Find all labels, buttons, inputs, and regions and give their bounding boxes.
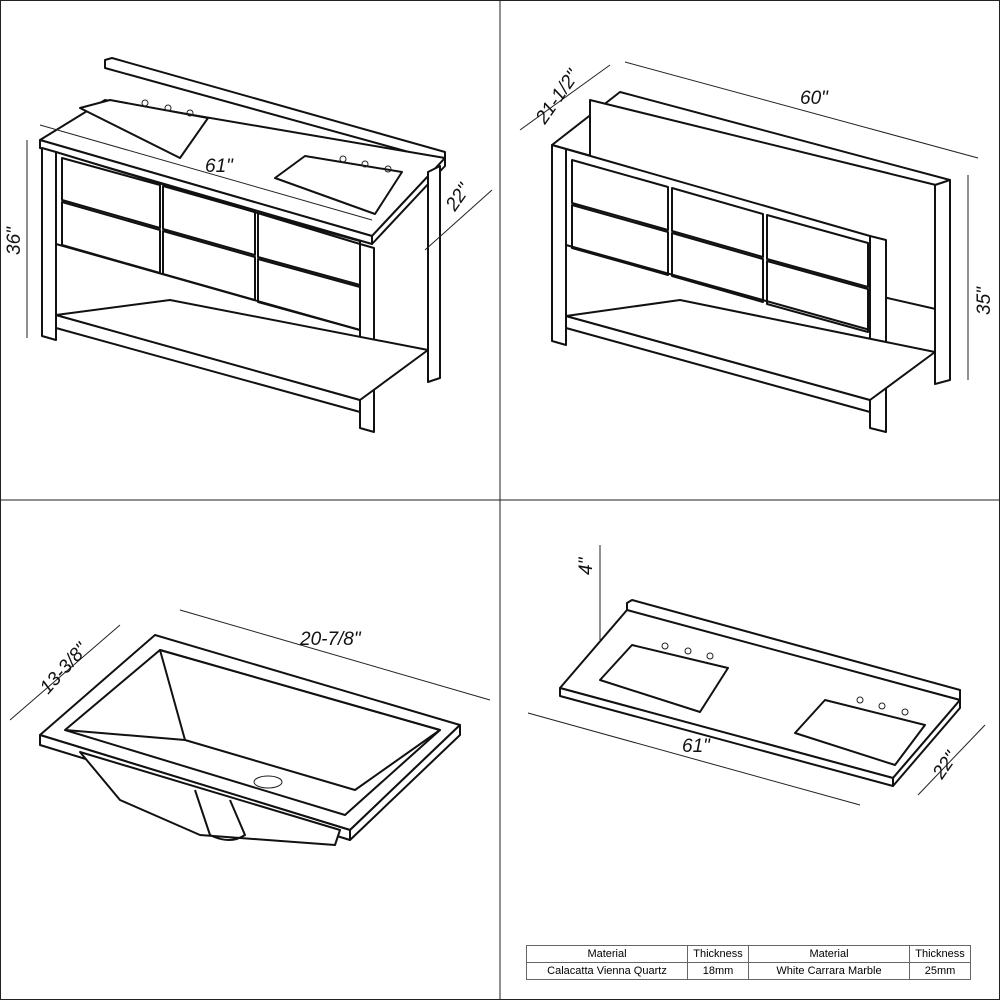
table-row: Calacatta Vienna Quartz 18mm White Carra… [526, 962, 971, 980]
table-header-row: Material Thickness Material Thickness [526, 945, 971, 963]
thickness-2: 25mm [909, 962, 971, 980]
countertop-drawing: 4" 61" 22" [527, 545, 986, 806]
header-material-1: Material [526, 945, 688, 963]
base-height-label: 35" [974, 286, 995, 315]
header-thickness-2: Thickness [909, 945, 971, 963]
header-material-2: Material [748, 945, 910, 963]
countertop-width-label: 61" [682, 736, 711, 757]
material-spec-table: Material Thickness Material Thickness Ca… [526, 945, 971, 980]
vanity-base-drawing: 21-1/2" 60" 35" [519, 61, 995, 433]
vanity-depth-label: 22" [441, 179, 475, 216]
base-width-label: 60" [800, 88, 829, 109]
sink-drawing: 13-3/8" 20-7/8" [9, 609, 491, 846]
material-1: Calacatta Vienna Quartz [526, 962, 688, 980]
sink-depth-label: 13-3/8" [36, 638, 93, 698]
vanity-width-label: 61" [205, 156, 234, 177]
backsplash-height-label: 4" [576, 556, 597, 575]
vanity-with-top-drawing: 61" 22" 36" [4, 57, 493, 433]
material-2: White Carrara Marble [748, 962, 910, 980]
vanity-height-label: 36" [4, 226, 25, 255]
thickness-1: 18mm [687, 962, 749, 980]
base-depth-label: 21-1/2" [531, 65, 584, 129]
sink-width-label: 20-7/8" [299, 629, 362, 650]
header-thickness-1: Thickness [687, 945, 749, 963]
